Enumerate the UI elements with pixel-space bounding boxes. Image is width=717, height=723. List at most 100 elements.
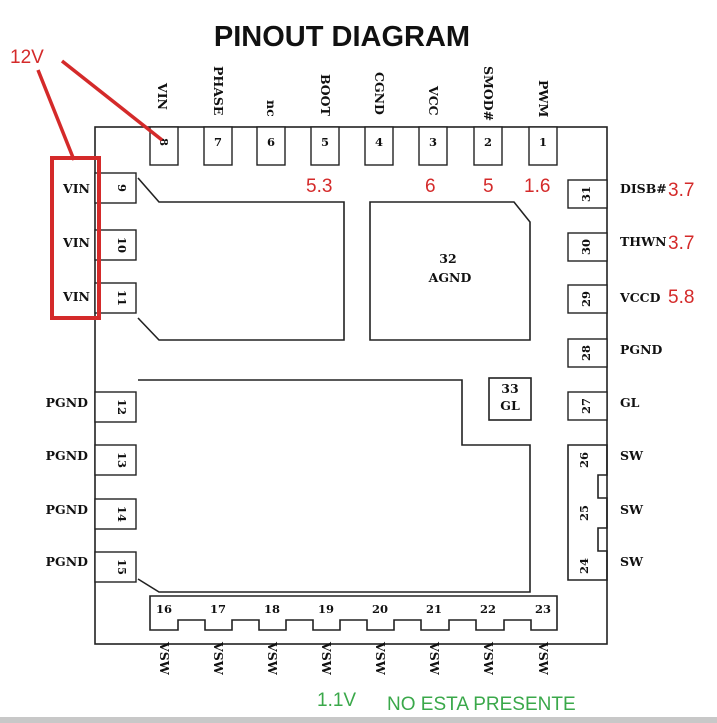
pin-label: VIN (62, 289, 90, 304)
pin-number: 10 (115, 237, 129, 253)
vin-arrow-line-top (60, 59, 164, 142)
pin-number: 29 (579, 291, 593, 307)
pin-label: VSW (319, 641, 334, 676)
pin-number: 12 (115, 399, 129, 415)
pin-label: GL (620, 395, 640, 410)
package-outline (94, 126, 608, 645)
pin-label: PGND (46, 448, 89, 463)
pin-number: 15 (115, 559, 129, 575)
pin-number: 13 (115, 452, 129, 468)
pin-number: 6 (267, 135, 275, 149)
pin-number: 2 (484, 135, 492, 149)
agnd-pad-number: 32 (439, 251, 456, 266)
pin-number: 27 (579, 398, 593, 414)
pin-label: SW (620, 554, 644, 569)
pin-label: VCCD (619, 290, 661, 305)
disb-voltage-label: 3.7 (668, 180, 694, 201)
sw-pad (567, 444, 608, 581)
pin-label: VSW (265, 641, 280, 676)
pin-label: nc (264, 100, 279, 117)
agnd-pad-label: AGND (428, 270, 472, 285)
pin-number: 14 (115, 506, 129, 522)
pin-number: 17 (210, 602, 226, 616)
pgnd-pad (137, 379, 531, 593)
pin-label: VIN (155, 82, 170, 110)
bottom-pin-19: 19 VSW (318, 602, 334, 676)
pin-label: VSW (536, 641, 551, 676)
boot-voltage-label: 5.3 (306, 176, 332, 197)
pin-number: 7 (214, 135, 222, 149)
pin-label: SW (620, 502, 644, 517)
pin-number: 28 (579, 345, 593, 361)
bottom-pin-17: 17 VSW (210, 602, 226, 676)
pin-label: SMOD# (481, 66, 496, 121)
pin-label: VSW (427, 641, 442, 676)
pin-number: 23 (535, 602, 551, 616)
left-pin-10: 10 VIN (62, 229, 137, 261)
vsw-pad (149, 595, 558, 631)
right-pin-25: 25 SW (577, 502, 644, 521)
pin-label: THWN (620, 234, 667, 249)
vin-arrow-line-left (36, 69, 76, 161)
pin-number: 22 (480, 602, 496, 616)
pin-number: 9 (115, 184, 129, 192)
vcc-voltage-label: 6 (425, 176, 436, 197)
pin-number: 5 (321, 135, 329, 149)
right-pin-28: 28 PGND (567, 338, 663, 368)
right-pin-30: 30 THWN (567, 232, 667, 262)
pin-label: PGND (46, 395, 89, 410)
pin-number: 31 (579, 186, 593, 202)
left-pin-9: 9 VIN (62, 172, 137, 204)
top-pin-8: 8 VIN (149, 82, 179, 166)
pin-label: VSW (211, 641, 226, 676)
top-pin-3: 3 VCC (418, 85, 448, 166)
pin-number: 8 (157, 138, 171, 146)
bottom-pin-18: 18 VSW (264, 602, 280, 676)
top-pin-7: 7 PHASE (203, 66, 233, 166)
top-pin-5: 5 BOOT (310, 74, 340, 166)
vsw-voltage-label: 1.1V (317, 690, 356, 711)
pin-number: 24 (577, 558, 591, 574)
pin-label: DISB# (620, 181, 667, 196)
thwn-voltage-label: 3.7 (668, 233, 694, 254)
pin-label: VSW (373, 641, 388, 676)
gl-pad-number: 33 (501, 381, 518, 396)
pin-number: 16 (156, 602, 172, 616)
bottom-pin-22: 22 VSW (480, 602, 496, 676)
left-pin-11: 11 VIN (62, 282, 137, 314)
pin-label: VIN (62, 235, 90, 250)
pin-number: 3 (429, 135, 437, 149)
left-pin-15: 15 PGND (46, 551, 137, 583)
right-pin-26: 26 SW (577, 448, 644, 468)
pin-label: SW (620, 448, 644, 463)
diagram-title: PINOUT DIAGRAM (214, 21, 470, 53)
pin-label: PGND (46, 554, 89, 569)
pin-number: 25 (577, 505, 591, 521)
left-pin-13: 13 PGND (46, 444, 137, 476)
pin-number: 26 (577, 452, 591, 468)
agnd-pad (369, 201, 531, 341)
pin-label: PGND (620, 342, 663, 357)
pin-number: 11 (115, 290, 129, 306)
top-pin-4: 4 CGND (364, 72, 394, 166)
pin-number: 19 (318, 602, 334, 616)
pin-label: VSW (157, 641, 172, 676)
pin-label: PHASE (211, 66, 226, 115)
not-present-note: NO ESTA PRESENTE (387, 694, 576, 715)
pin-label: VSW (481, 641, 496, 676)
bottom-pin-23: 23 VSW (535, 602, 551, 676)
pin-label: VCC (426, 85, 441, 116)
pin-label: PWM (536, 80, 551, 117)
pin-number: 4 (375, 135, 383, 149)
right-pin-31: 31 DISB# (567, 179, 667, 209)
pin-label: VIN (62, 181, 90, 196)
right-pin-24: 24 SW (577, 554, 644, 574)
left-pin-14: 14 PGND (46, 498, 137, 530)
pin-number: 20 (372, 602, 388, 616)
vin-pad (137, 177, 345, 341)
pin-label: BOOT (318, 74, 333, 117)
top-pin-6: 6 nc (256, 100, 286, 166)
right-pin-29: 29 VCCD (567, 284, 661, 314)
vin-voltage-label: 12V (10, 47, 44, 68)
vccd-voltage-label: 5.8 (668, 287, 694, 308)
